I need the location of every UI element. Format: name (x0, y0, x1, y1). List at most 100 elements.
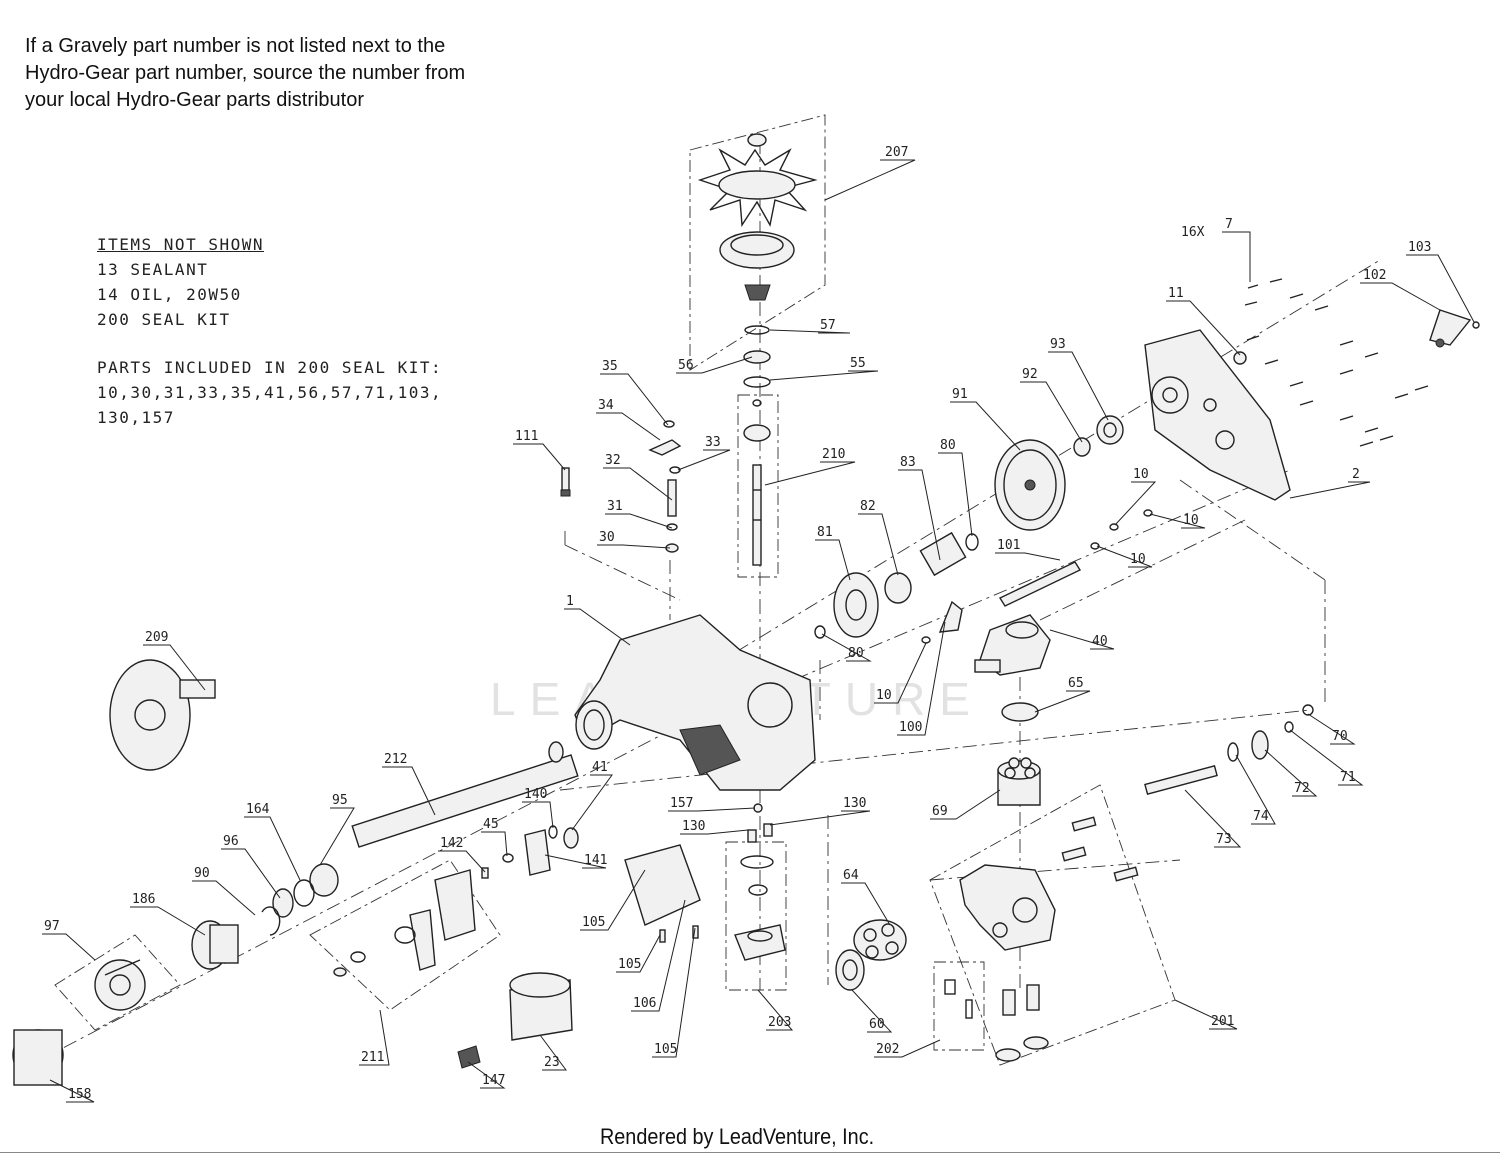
callout-label: 130 (843, 796, 866, 811)
output-shaft-parts (1144, 704, 1314, 796)
leader-line (244, 816, 301, 881)
leader-line (1264, 749, 1318, 797)
leader-line (1289, 481, 1371, 499)
leader-line (898, 469, 941, 561)
callout-label: 92 (1022, 367, 1038, 382)
sourcing-note: If a Gravely part number is not listed n… (25, 33, 545, 114)
callout-label: 33 (705, 435, 721, 450)
legend-title: ITEMS NOT SHOWN (97, 235, 264, 254)
leader-line (600, 373, 669, 426)
leader-line (1114, 481, 1157, 526)
callout-label: 96 (223, 834, 239, 849)
callout-label: 203 (768, 1015, 791, 1030)
callout-label: 82 (860, 499, 876, 514)
callout-label: 40 (1092, 634, 1108, 649)
leader-line (1235, 754, 1276, 825)
seal-kit-parts: 10,30,31,33,35,41,56,57,71,103, (97, 383, 443, 402)
callout-label: 41 (592, 760, 608, 775)
leader-line (757, 989, 794, 1031)
leader-line (851, 989, 893, 1033)
callout-label: 158 (68, 1087, 91, 1102)
callout-label: 16X (1181, 225, 1205, 240)
leader-line (815, 539, 851, 581)
fan-assembly (697, 133, 818, 388)
callout-label: 71 (1340, 770, 1356, 785)
axle-and-hub (12, 659, 579, 1086)
box-211 (309, 859, 501, 1011)
footer-divider (0, 1152, 1500, 1153)
leader-line (522, 801, 554, 829)
callout-label: 34 (598, 398, 614, 413)
leader-line (676, 356, 753, 374)
leader-line (596, 412, 661, 441)
leader-line (680, 829, 749, 835)
callout-label: 100 (899, 720, 922, 735)
leader-line (1307, 713, 1356, 745)
callout-label: 186 (132, 892, 155, 907)
callout-label: 105 (582, 915, 605, 930)
callout-label: 97 (44, 919, 60, 934)
leader-line (359, 1009, 390, 1066)
leader-line (143, 644, 206, 691)
callout-label: 209 (145, 630, 168, 645)
leader-line (1360, 282, 1441, 311)
seal-kit-heading: PARTS INCLUDED IN 200 SEAL KIT: (97, 358, 443, 377)
sourcing-note-line-1: If a Gravely part number is not listed n… (25, 35, 446, 57)
leader-line (874, 1039, 941, 1058)
callout-label: 74 (1253, 809, 1269, 824)
callout-label: 95 (332, 793, 348, 808)
callout-label: 73 (1216, 832, 1232, 847)
leader-line (1289, 729, 1364, 786)
callout-label: 31 (607, 499, 623, 514)
callout-label: 11 (1168, 286, 1184, 301)
leader-line (1184, 789, 1242, 848)
items-not-shown-legend: ITEMS NOT SHOWN 13 SEALANT 14 OIL, 20W50… (97, 232, 442, 430)
leader-line (49, 1079, 95, 1103)
callout-leader-lines (42, 159, 1475, 1103)
callout-label: 55 (850, 356, 866, 371)
callout-label: 142 (440, 836, 463, 851)
callout-label: 140 (524, 787, 547, 802)
sourcing-note-line-3: your local Hydro-Gear parts distributor (25, 89, 365, 111)
brake-and-filter (333, 829, 701, 1069)
leader-line (824, 159, 916, 201)
leader-line (1049, 629, 1115, 650)
callout-label: 101 (997, 538, 1020, 553)
leader-line (938, 452, 973, 537)
callout-label: 32 (605, 453, 621, 468)
leader-line (769, 329, 851, 334)
leader-line (858, 513, 899, 576)
rendered-by-credit: Rendered by LeadVenture, Inc. (600, 1124, 875, 1149)
callout-label: 56 (678, 358, 694, 373)
callout-label: 2 (1352, 467, 1360, 482)
legend-item: 200 SEAL KIT (97, 310, 231, 329)
leader-line (513, 443, 566, 471)
callout-label: 7 (1225, 217, 1233, 232)
callout-label: 130 (682, 819, 705, 834)
callout-labels: 207 57 56 55 35 34 33 32 31 30 210 111 1… (44, 145, 1431, 1102)
leader-line (995, 552, 1061, 561)
leader-line (1174, 999, 1238, 1030)
leader-line (1149, 513, 1206, 529)
callout-label: 70 (1332, 729, 1348, 744)
callout-label: 141 (584, 853, 607, 868)
leader-line (616, 934, 661, 973)
callout-label: 102 (1363, 268, 1386, 283)
callout-label: 81 (817, 525, 833, 540)
leader-line (603, 467, 673, 501)
callout-label: 147 (482, 1073, 505, 1088)
side-cover-bolts (1244, 278, 1429, 447)
leader-line (874, 642, 927, 704)
callout-label: 23 (544, 1055, 560, 1070)
leader-line (769, 810, 871, 826)
callout-label: 93 (1050, 337, 1066, 352)
callout-label: 10 (1130, 552, 1146, 567)
callout-label: 83 (900, 455, 916, 470)
leader-line (42, 933, 96, 961)
leader-line (130, 906, 206, 936)
callout-label: 211 (361, 1050, 384, 1065)
leader-line (930, 789, 1001, 820)
callout-label: 201 (1211, 1014, 1234, 1029)
leader-line (597, 544, 671, 549)
